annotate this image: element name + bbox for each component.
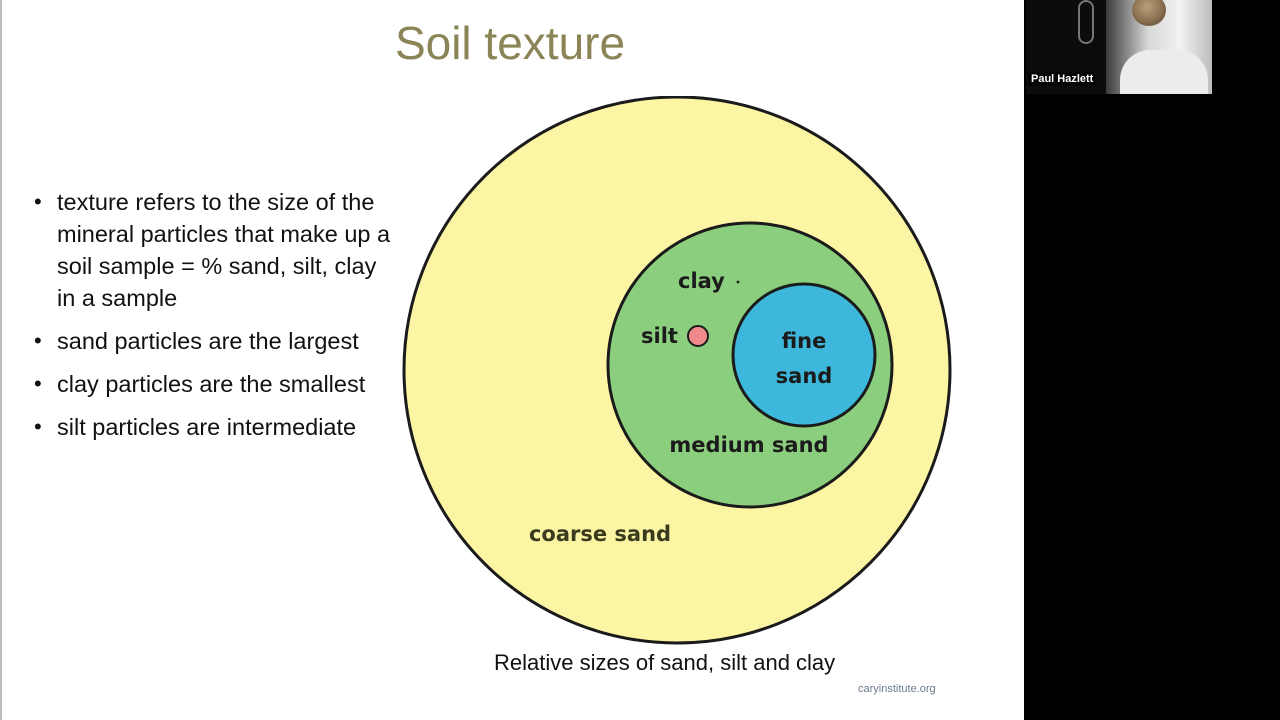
- source-credit: caryinstitute.org: [858, 683, 936, 695]
- medium-sand-label: medium sand: [669, 433, 828, 457]
- clay-dot: [737, 281, 740, 284]
- background-cable: [1078, 0, 1094, 44]
- fine-sand-circle: [733, 284, 875, 426]
- bullet-marker: •: [34, 411, 42, 443]
- bullet-item: • texture refers to the size of the mine…: [34, 186, 394, 314]
- silt-label: silt: [641, 324, 678, 348]
- bullet-marker: •: [34, 325, 42, 357]
- bullet-item: • clay particles are the smallest: [34, 368, 394, 400]
- fine-sand-label-line1: fine: [782, 329, 827, 353]
- participant-name-tag: Paul Hazlett: [1028, 72, 1096, 86]
- bullet-list: • texture refers to the size of the mine…: [34, 186, 394, 454]
- particle-size-diagram: clay silt fine sand medium sand coarse s…: [394, 96, 960, 648]
- diagram-caption: Relative sizes of sand, silt and clay: [494, 650, 835, 676]
- slide-title: Soil texture: [2, 16, 1018, 70]
- video-panel: Paul Hazlett: [1024, 0, 1280, 720]
- participant-video-tile[interactable]: Paul Hazlett: [1026, 0, 1212, 94]
- bullet-marker: •: [34, 186, 42, 218]
- silt-circle: [688, 326, 708, 346]
- bullet-text: texture refers to the size of the minera…: [57, 189, 390, 311]
- fine-sand-label-line2: sand: [776, 364, 833, 388]
- coarse-sand-label: coarse sand: [529, 522, 671, 546]
- bullet-text: silt particles are intermediate: [57, 414, 356, 440]
- bullet-text: sand particles are the largest: [57, 328, 359, 354]
- bullet-marker: •: [34, 368, 42, 400]
- clay-label: clay: [678, 269, 725, 293]
- participant-body: [1120, 50, 1208, 94]
- bullet-text: clay particles are the smallest: [57, 371, 365, 397]
- presentation-slide: Soil texture • texture refers to the siz…: [0, 0, 1024, 720]
- bullet-item: • silt particles are intermediate: [34, 411, 394, 443]
- bullet-item: • sand particles are the largest: [34, 325, 394, 357]
